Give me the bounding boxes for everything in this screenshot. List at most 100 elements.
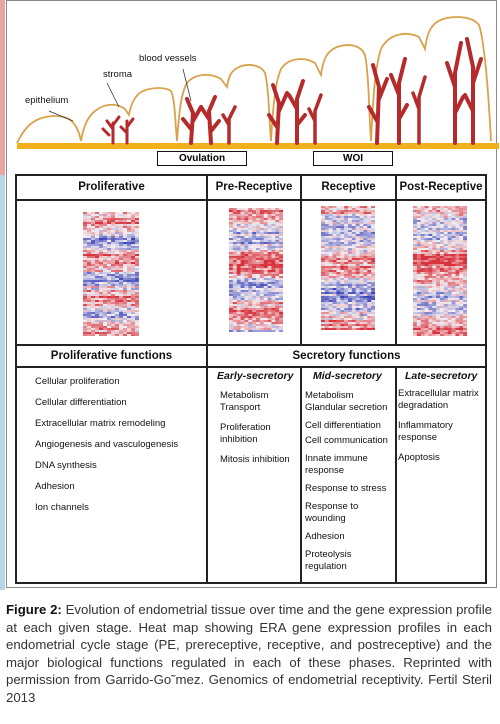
heatmap-cell: [424, 306, 429, 308]
heatmap-cell: [229, 240, 234, 242]
heatmap-cell: [131, 212, 136, 214]
heatmap-cell: [115, 314, 120, 316]
heatmap-cell: [103, 258, 108, 260]
heatmap-cell: [83, 322, 88, 324]
heatmap-cell: [267, 222, 272, 224]
heatmap-cell: [344, 256, 349, 258]
heatmap-cell: [91, 260, 96, 262]
heatmap-cell: [229, 224, 234, 226]
heatmap-cell: [111, 296, 116, 298]
heatmap-cell: [236, 282, 241, 284]
heatmap-cell: [463, 232, 467, 234]
heatmap-cell: [248, 210, 253, 212]
heatmap-cell: [416, 242, 422, 244]
heatmap-cell: [363, 216, 368, 218]
heatmap-cell: [436, 230, 441, 232]
heatmap-cell: [83, 246, 88, 248]
heatmap-cell: [436, 318, 441, 320]
heatmap-cell: [275, 218, 280, 220]
heatmap-cell: [432, 236, 437, 238]
heatmap-cell: [336, 262, 341, 264]
heatmap-cell: [240, 318, 245, 320]
heatmap-cell: [363, 316, 368, 318]
heatmap-cell: [340, 304, 345, 306]
heatmap-cell: [91, 316, 96, 318]
heatmap-cell: [367, 256, 372, 258]
heatmap-cell: [348, 324, 353, 326]
heatmap-cell: [259, 236, 265, 238]
heatmap-cell: [259, 260, 265, 262]
heatmap-cell: [455, 270, 460, 272]
heatmap-cell: [447, 320, 452, 322]
heatmap-cell: [256, 216, 261, 218]
heatmap-cell: [83, 254, 88, 256]
heatmap-cell: [340, 278, 345, 280]
heatmap-cell: [443, 276, 449, 278]
heatmap-cell: [447, 228, 452, 230]
heatmap-cell: [432, 288, 437, 290]
function-item: DNA synthesis: [35, 460, 97, 471]
heatmap-cell: [321, 278, 326, 280]
heatmap-cell: [123, 304, 128, 306]
heatmap-cell: [248, 316, 253, 318]
heatmap-cell: [440, 214, 445, 216]
heatmap-cell: [324, 314, 330, 316]
heatmap-cell: [324, 294, 330, 296]
heatmap-cell: [119, 244, 124, 246]
heatmap-cell: [459, 254, 464, 256]
heatmap-cell: [236, 308, 241, 310]
heatmap-cell: [267, 312, 272, 314]
heatmap-cell: [271, 208, 276, 210]
heatmap-cell: [443, 272, 449, 274]
heatmap-cell: [332, 230, 337, 232]
heatmap-cell: [103, 314, 108, 316]
heatmap-cell: [351, 262, 357, 264]
heatmap-cell: [424, 322, 429, 324]
heatmap-cell: [267, 224, 272, 226]
heatmap-cell: [119, 266, 124, 268]
heatmap-cell: [135, 322, 139, 324]
heatmap-cell: [127, 258, 132, 260]
heatmap-cell: [336, 224, 341, 226]
heatmap-cell: [413, 320, 418, 322]
heatmap-cell: [344, 248, 349, 250]
heatmap-cell: [428, 288, 433, 290]
heatmap-cell: [263, 306, 268, 308]
heatmap-cell: [244, 246, 249, 248]
heatmap-cell: [103, 266, 108, 268]
heatmap-cell: [321, 308, 326, 310]
heatmap-cell: [259, 284, 265, 286]
heatmap-cell: [275, 254, 280, 256]
heatmap-cell: [371, 268, 375, 270]
heatmap-cell: [115, 326, 120, 328]
heatmap-cell: [119, 220, 124, 222]
heatmap-cell: [340, 256, 345, 258]
heatmap-cell: [324, 276, 330, 278]
heatmap-cell: [332, 260, 337, 262]
heatmap-cell: [131, 226, 136, 228]
heatmap-cell: [367, 232, 372, 234]
heatmap-cell: [420, 292, 425, 294]
heatmap-cell: [232, 266, 238, 268]
heatmap-cell: [107, 264, 112, 266]
heatmap-cell: [95, 320, 100, 322]
heatmap-cell: [271, 284, 276, 286]
heatmap-cell: [413, 260, 418, 262]
heatmap-cell: [340, 222, 345, 224]
heatmap-cell: [123, 266, 128, 268]
heatmap-cell: [363, 240, 368, 242]
heatmap-cell: [263, 304, 268, 306]
heatmap-cell: [259, 322, 265, 324]
heatmap-cell: [244, 280, 249, 282]
heatmap-cell: [443, 278, 449, 280]
heatmap-cell: [463, 292, 467, 294]
heatmap-cell: [279, 228, 283, 230]
heatmap-cell: [432, 314, 437, 316]
heatmap-cell: [432, 218, 437, 220]
heatmap-cell: [99, 284, 104, 286]
heatmap-cell: [371, 272, 375, 274]
heatmap-cell: [127, 278, 132, 280]
heatmap-cell: [279, 234, 283, 236]
heatmap-cell: [127, 224, 132, 226]
heatmap-cell: [363, 280, 368, 282]
